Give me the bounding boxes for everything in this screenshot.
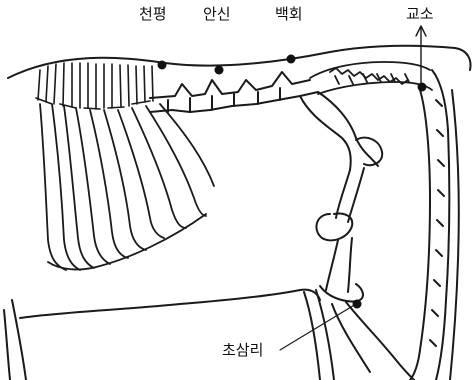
label-baekhoe: 백회 (275, 7, 303, 22)
pelvis (300, 92, 382, 170)
point-baekhoe-marker (287, 55, 296, 64)
point-ansin-marker (215, 66, 224, 75)
tibia (320, 238, 414, 380)
label-ansin: 안신 (203, 7, 231, 22)
label-gyoso: 교소 (406, 7, 434, 22)
sacrum-tail (310, 62, 432, 94)
ribs (40, 104, 214, 270)
point-cheonpyeong-marker (158, 61, 167, 70)
spinous-processes (36, 63, 153, 109)
femur (316, 168, 364, 240)
chosamri-leader-line (280, 304, 356, 350)
point-gyoso-marker (418, 83, 427, 92)
hind-limb-outline (410, 70, 459, 380)
point-chosamri-marker (353, 300, 362, 309)
label-cheonpyeong: 천평 (139, 7, 167, 22)
label-chosamri: 초삼리 (222, 343, 263, 358)
body-outline (4, 290, 334, 380)
vertebral-column (150, 72, 318, 112)
